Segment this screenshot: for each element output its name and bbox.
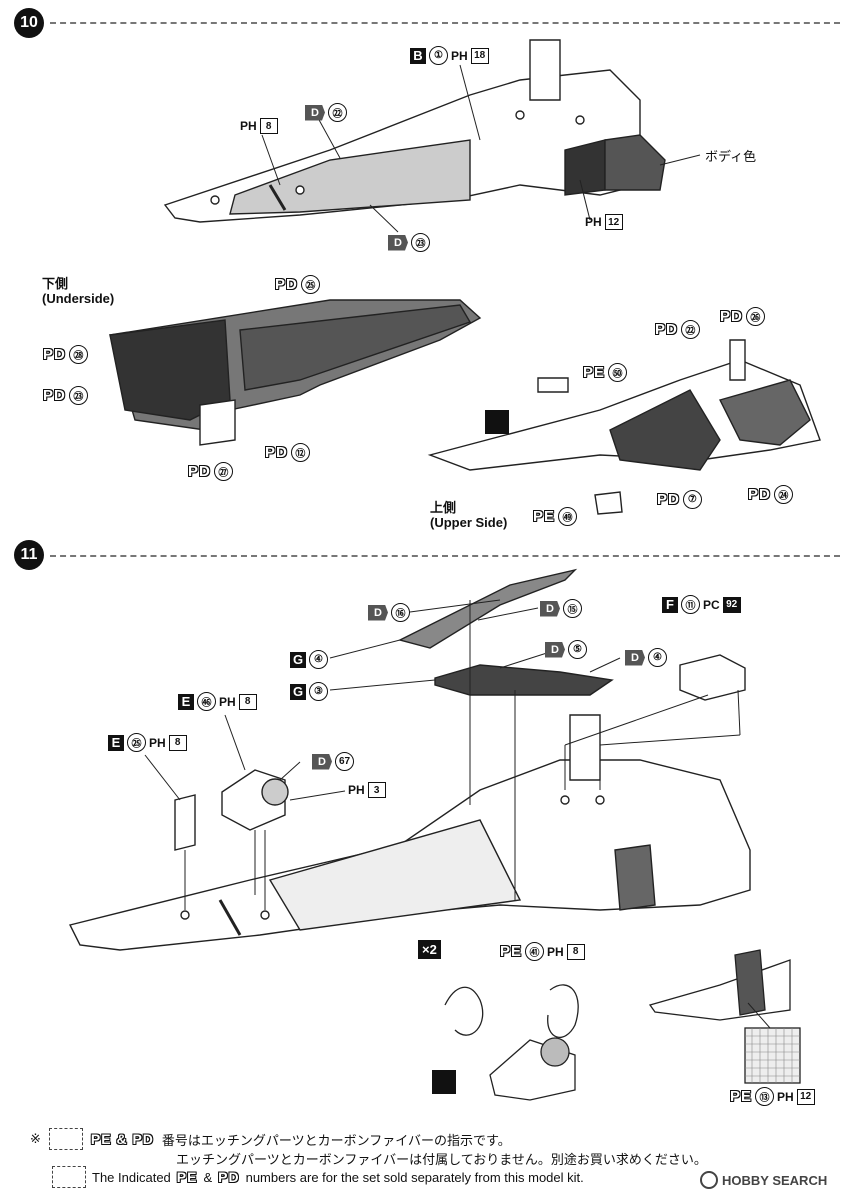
footer-note-en: The Indicated PE & PD numbers are for th… [52,1166,584,1188]
label-pe13: PE ⑬ PH 12 [730,1087,815,1106]
label-d23: D ㉓ [388,233,430,252]
footer-en-code-b: PD [218,1169,240,1185]
watermark: HOBBY SEARCH [700,1171,827,1189]
footer-dashbox-1 [48,1128,83,1150]
footer-en-text: numbers are for the set sold separately … [245,1169,584,1185]
label-ph12: PH 12 [585,214,623,230]
carbon-mesh-inset-drawing [648,949,801,1084]
footer-note-jp: ※ PE & PD 番号はエッチングパーツとカーボンファイバーの指示です。 [30,1128,511,1150]
step11-wings-drawing [398,568,614,696]
label-d22: D ㉒ [305,103,347,122]
step-11-divider [50,555,840,557]
footer-en-code-a: PE [176,1169,198,1185]
label-ph8: PH 8 [240,118,278,134]
watermark-logo-icon [700,1171,718,1189]
footer-line2: エッチングパーツとカーボンファイバーは付属しておりません。別途お買い求めください… [176,1152,707,1167]
footer-en-amp: & [203,1169,213,1185]
underside-chassis-drawing [109,299,482,446]
footer-en-prefix: The Indicated [92,1169,171,1185]
carbon-fiber-icon [485,410,509,434]
step11-leader-lines [144,599,741,910]
underside-label-jp: 下側 [42,276,69,291]
footer-line1: 番号はエッチングパーツとカーボンファイバーの指示です。 [161,1132,511,1148]
underside-label-en: (Underside) [42,291,115,306]
label-e25: E ㉕ PH 8 [108,733,187,752]
step11-chassis-drawing [68,714,751,951]
multiplier-badge: ×2 [418,940,441,959]
label-e46: E ㊻ PH 8 [178,692,257,711]
watermark-text: HOBBY SEARCH [722,1172,828,1188]
step-10-divider [50,22,840,24]
step10-chassis-drawing [163,39,666,223]
belt-inset-drawing [444,984,579,1101]
footer-asterisk: ※ [30,1131,41,1146]
upperside-label-en: (Upper Side) [430,515,508,530]
step-10-badge: 10 [14,8,44,38]
label-pe41: PE ㊶ PH 8 [500,942,585,961]
step11-parts-drawing [174,654,746,851]
footer-codes: PE & PD [90,1131,154,1147]
step-11-badge: 11 [14,540,44,570]
footer-dashbox-2 [52,1166,86,1188]
underside-label: 下側 (Underside) [42,276,114,306]
upperside-label: 上側 (Upper Side) [430,500,507,530]
label-b1: B ① PH 18 [410,46,489,65]
step10-leader-lines [261,64,701,233]
label-f11: F ⑪ PC 92 [662,595,741,614]
upperside-chassis-drawing [427,339,821,515]
upperside-label-jp: 上側 [430,500,457,515]
label-body-color: ボディ色 [705,149,757,164]
carbon-fiber-icon-2 [432,1070,456,1094]
